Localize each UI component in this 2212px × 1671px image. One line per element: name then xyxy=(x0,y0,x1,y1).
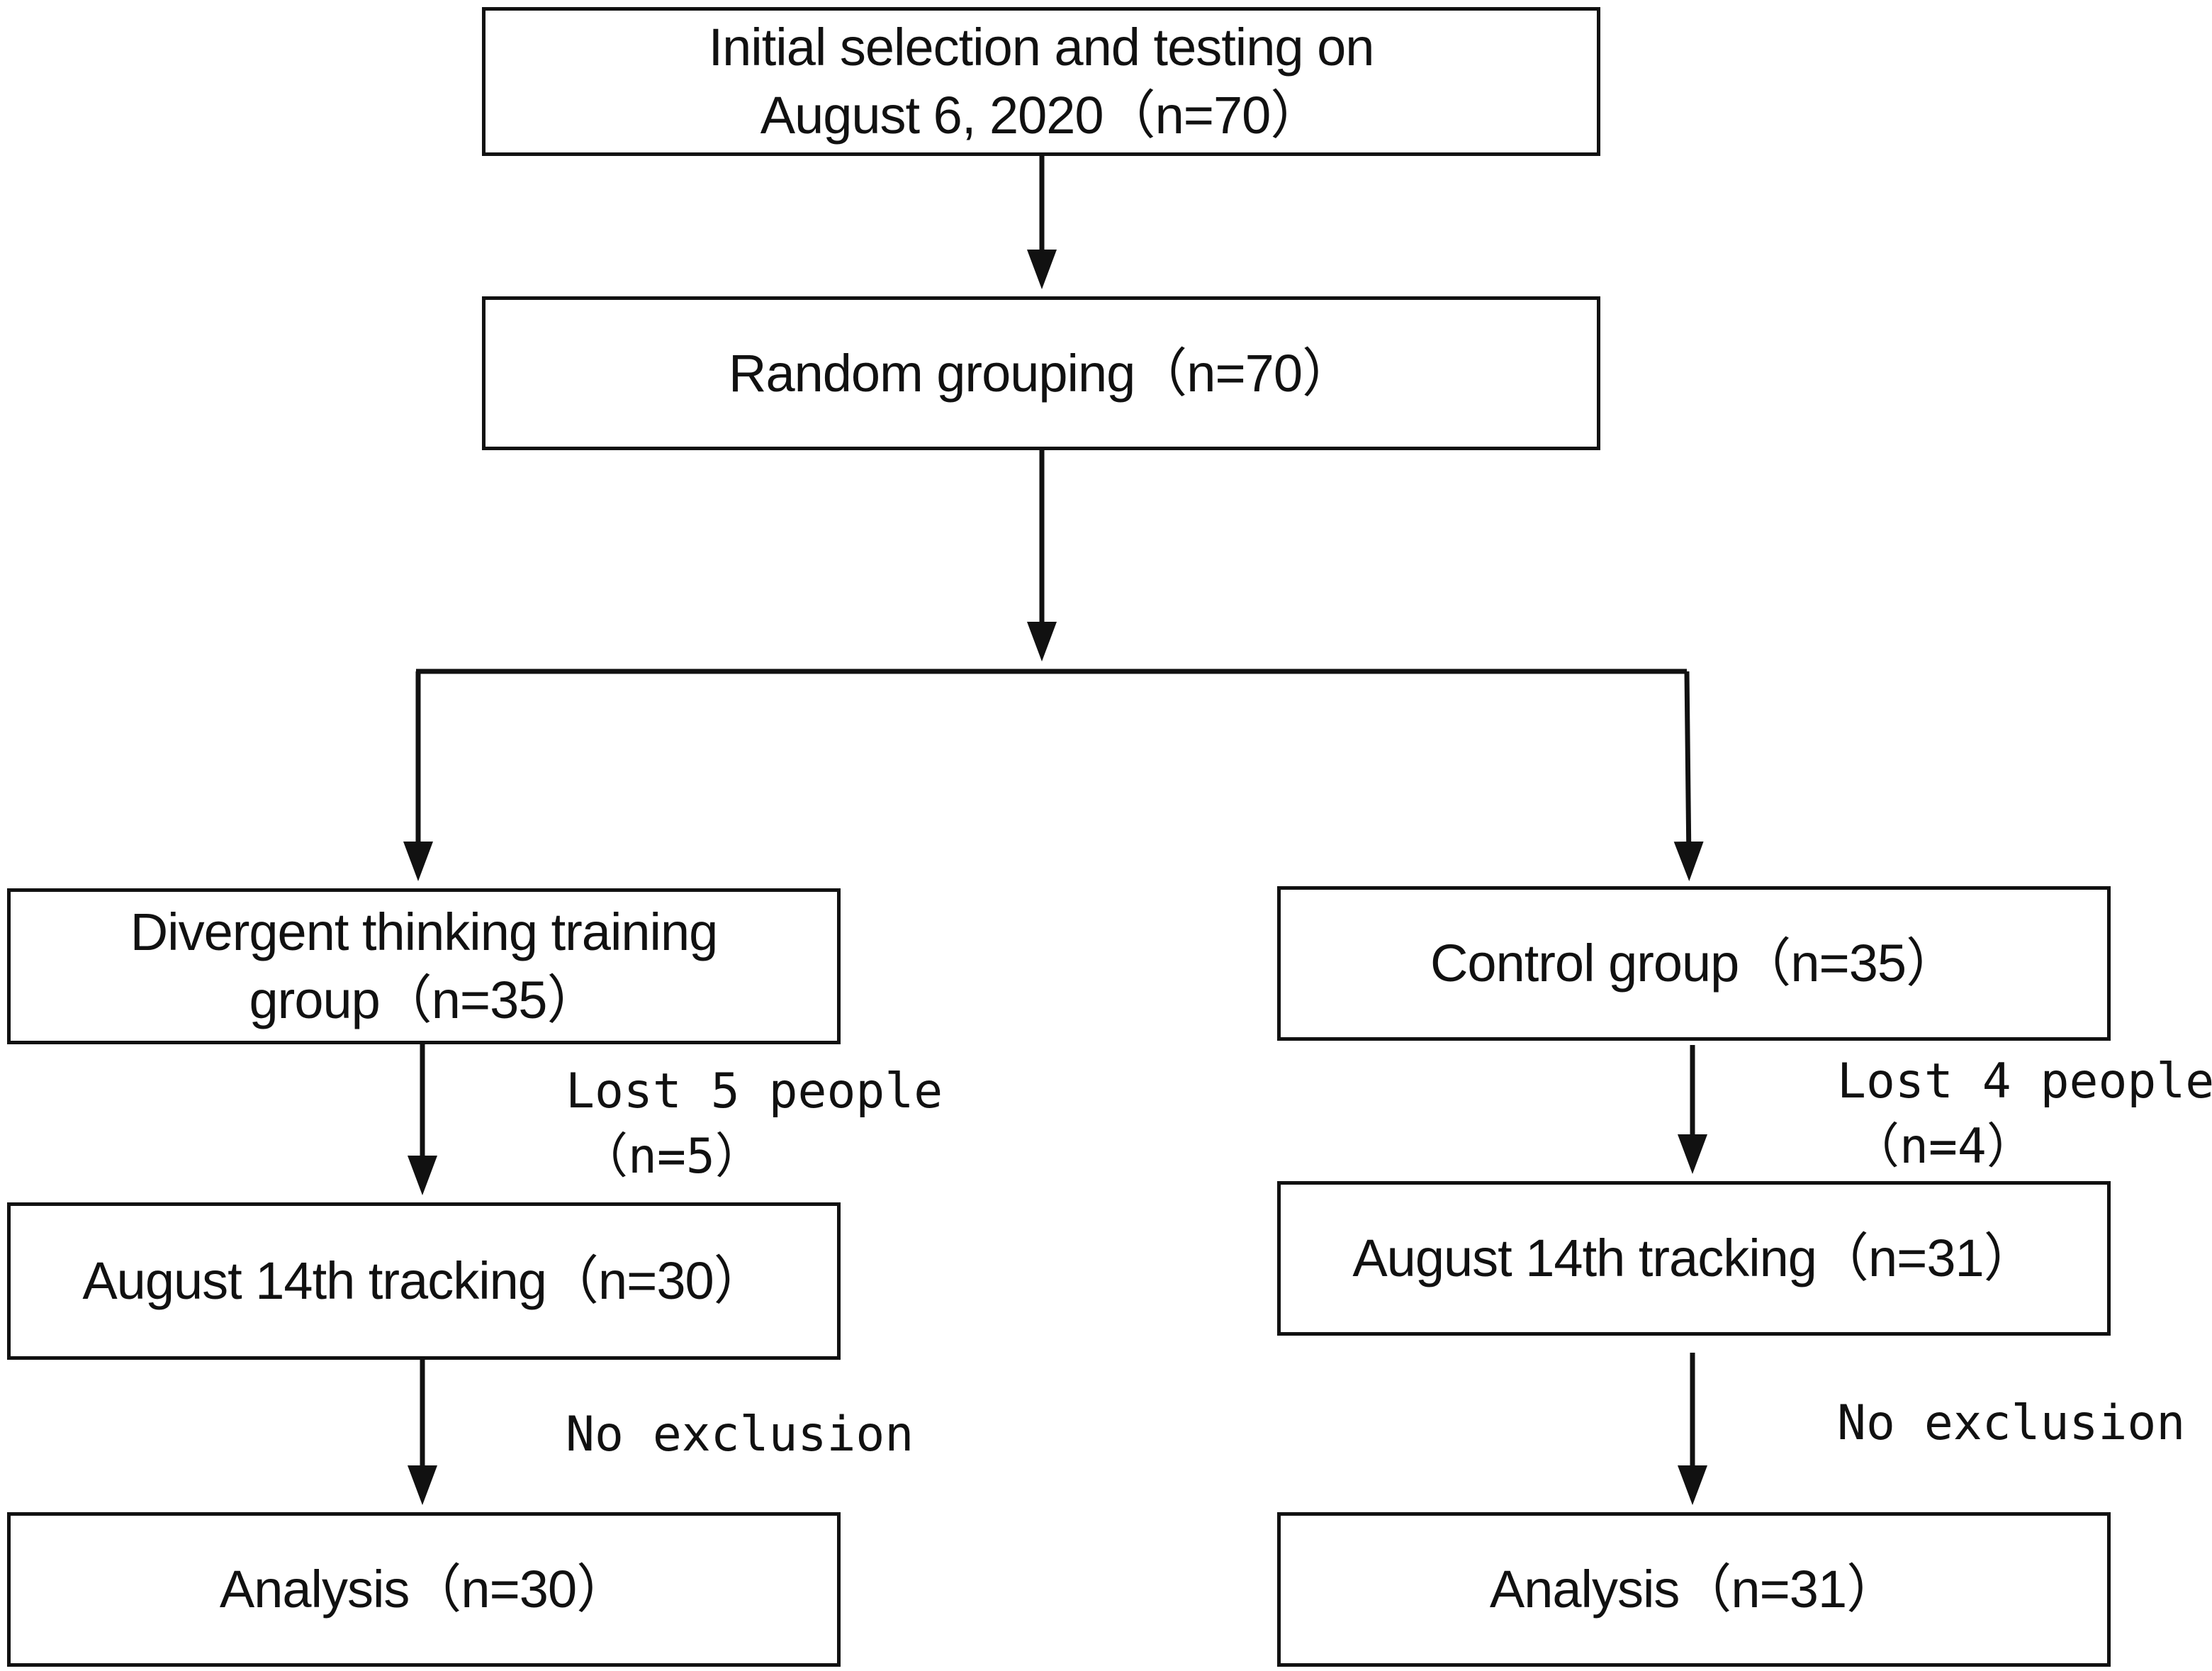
initial-selection-line2: August 6, 2020（n=70） xyxy=(760,86,1323,145)
training-group-line2: group（n=35） xyxy=(249,971,600,1029)
control-group-box: Control group（n=35） xyxy=(1277,886,2111,1041)
left-lost-note: Lost 5 people （n=5） xyxy=(566,1059,943,1190)
right-analysis-label: Analysis（n=31） xyxy=(1489,1560,1899,1619)
training-group-box: Divergent thinking training group（n=35） xyxy=(7,888,841,1044)
left-analysis-label: Analysis（n=30） xyxy=(219,1560,629,1619)
random-grouping-box: Random grouping（n=70） xyxy=(482,296,1600,450)
left-lost-line2: （n=5） xyxy=(580,1129,763,1185)
left-lost-line1: Lost 5 people xyxy=(566,1063,943,1119)
initial-selection-box: Initial selection and testing on August … xyxy=(482,7,1600,156)
right-lost-note: Lost 4 people （n=4） xyxy=(1837,1049,2212,1180)
training-group-line1: Divergent thinking training xyxy=(130,902,719,961)
left-exclusion-note: No exclusion xyxy=(566,1402,914,1468)
right-exclusion-note: No exclusion xyxy=(1837,1391,2185,1456)
right-exclusion-label: No exclusion xyxy=(1837,1395,2186,1451)
right-lost-line2: （n=4） xyxy=(1851,1119,2035,1175)
right-tracking-box: August 14th tracking（n=31） xyxy=(1277,1181,2111,1336)
right-analysis-box: Analysis（n=31） xyxy=(1277,1512,2111,1667)
control-group-label: Control group（n=35） xyxy=(1430,934,1958,993)
left-exclusion-label: No exclusion xyxy=(566,1407,914,1463)
left-tracking-label: August 14th tracking（n=30） xyxy=(82,1251,765,1310)
right-lost-line1: Lost 4 people xyxy=(1837,1054,2212,1110)
random-grouping-label: Random grouping（n=70） xyxy=(729,343,1354,403)
initial-selection-line1: Initial selection and testing on xyxy=(708,18,1375,77)
arrow-split-to-right-group xyxy=(1673,671,1704,881)
left-tracking-box: August 14th tracking（n=30） xyxy=(7,1202,841,1360)
left-analysis-box: Analysis（n=30） xyxy=(7,1512,841,1667)
right-tracking-label: August 14th tracking（n=31） xyxy=(1352,1229,2036,1287)
